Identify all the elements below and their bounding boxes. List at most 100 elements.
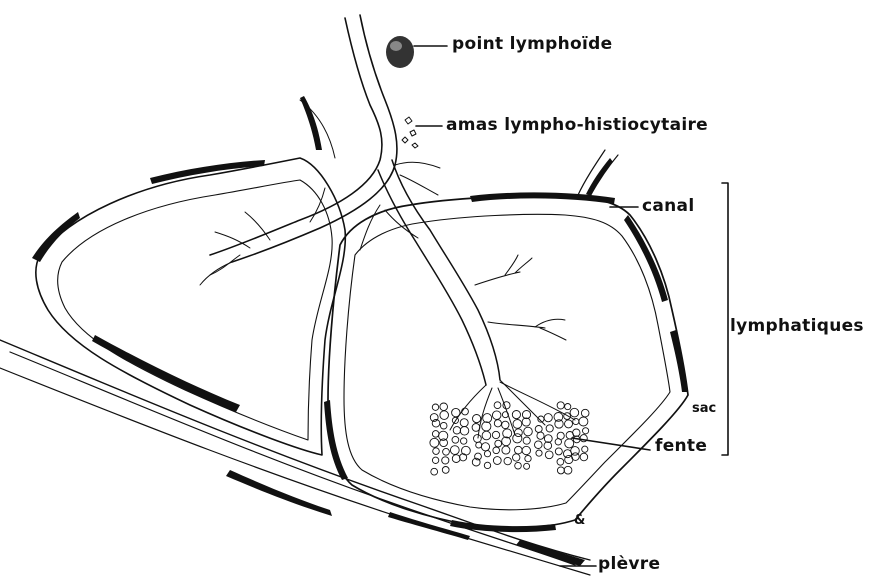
alveolus — [482, 422, 491, 431]
alveolus — [462, 408, 469, 415]
label-canal: canal — [642, 198, 694, 215]
histiocytic-cluster — [402, 117, 442, 148]
alveolus — [484, 451, 490, 457]
alveolus — [474, 435, 482, 443]
alveolus — [502, 446, 510, 454]
alveolus — [432, 431, 439, 438]
alveolus — [494, 402, 501, 409]
alveolus — [443, 448, 450, 455]
alveolus — [512, 411, 520, 419]
lymphatiques-bracket — [722, 183, 728, 455]
alveolus — [544, 442, 552, 450]
alveolus — [557, 467, 564, 474]
alveolus — [483, 414, 492, 423]
alveolus — [492, 431, 499, 438]
alveolus — [460, 419, 468, 427]
alveolus — [536, 450, 542, 456]
alveolus — [440, 422, 447, 429]
alveolus — [442, 457, 449, 464]
alveolus — [513, 420, 522, 429]
alveolus — [502, 421, 509, 428]
alveolus — [503, 429, 512, 438]
alveolus — [452, 455, 460, 463]
alveolus — [565, 420, 573, 428]
alveolus — [476, 442, 482, 448]
alveolus — [557, 402, 564, 409]
alveolus — [545, 451, 553, 459]
fente-leader — [572, 438, 650, 450]
alveolus — [502, 412, 508, 418]
alveolus — [473, 415, 481, 423]
main-vessel — [200, 15, 575, 438]
alveolus — [573, 429, 580, 436]
alveolus — [535, 441, 543, 449]
alveolus — [572, 453, 580, 461]
alveolus — [535, 426, 542, 433]
alveolus — [494, 420, 501, 427]
alveolus — [544, 414, 552, 422]
alveolus — [555, 448, 562, 455]
alveolus — [524, 463, 530, 469]
alveolus — [515, 462, 522, 469]
label-mark: & — [574, 514, 585, 527]
alveolus — [573, 418, 579, 424]
label-sac: sac — [692, 402, 716, 415]
alveolus — [525, 455, 531, 461]
label-amas: amas lympho-histiocytaire — [446, 117, 708, 134]
alveolus — [504, 457, 511, 464]
alveolus — [570, 408, 579, 417]
alveolus — [452, 436, 459, 443]
alveolus — [431, 468, 438, 475]
alveolus — [432, 404, 438, 410]
alveolus — [524, 427, 533, 436]
alveolus — [544, 435, 552, 443]
alveolus — [580, 453, 588, 461]
terminal-clusters — [430, 402, 589, 475]
label-point-lymphoide: point lymphoïde — [452, 36, 612, 53]
label-fente: fente — [655, 438, 707, 455]
alveolus — [523, 437, 530, 444]
alveolus — [482, 431, 491, 440]
alveolus — [433, 448, 440, 455]
alveolus — [513, 434, 522, 443]
alveolus — [555, 439, 561, 445]
alveolus — [440, 403, 448, 411]
pleura — [0, 340, 590, 575]
alveolus — [484, 462, 490, 468]
left-lobule — [32, 96, 345, 455]
alveolus — [442, 467, 449, 474]
alveolus — [565, 404, 571, 410]
alveolus — [579, 417, 588, 426]
alveolus — [493, 447, 500, 454]
alveolus — [493, 457, 501, 465]
alveolus — [583, 428, 589, 434]
alveolus — [546, 425, 553, 432]
alveolus — [564, 466, 572, 474]
label-lymphatiques: lymphatiques — [730, 318, 864, 335]
alveolus — [481, 443, 489, 451]
label-plevre: plèvre — [598, 556, 660, 573]
alveolus — [513, 454, 520, 461]
alveolus — [492, 411, 501, 420]
alveolus — [453, 427, 460, 434]
alveolus — [582, 446, 588, 452]
alveolus — [581, 409, 589, 417]
alveolus — [564, 413, 571, 420]
alveolus — [461, 438, 467, 444]
alveolus — [472, 424, 480, 432]
alveolus — [432, 457, 438, 463]
alveolus — [557, 458, 564, 465]
alveolus — [495, 440, 502, 447]
alveolus — [452, 408, 460, 416]
alveolus — [450, 446, 459, 455]
alveolus — [565, 439, 574, 448]
alveolus — [440, 411, 449, 420]
alveolus — [503, 402, 510, 409]
alveolus — [460, 454, 467, 461]
alveolus — [537, 432, 544, 439]
alveolus — [515, 446, 523, 454]
alveolus — [460, 427, 469, 436]
alveolus — [430, 438, 439, 447]
